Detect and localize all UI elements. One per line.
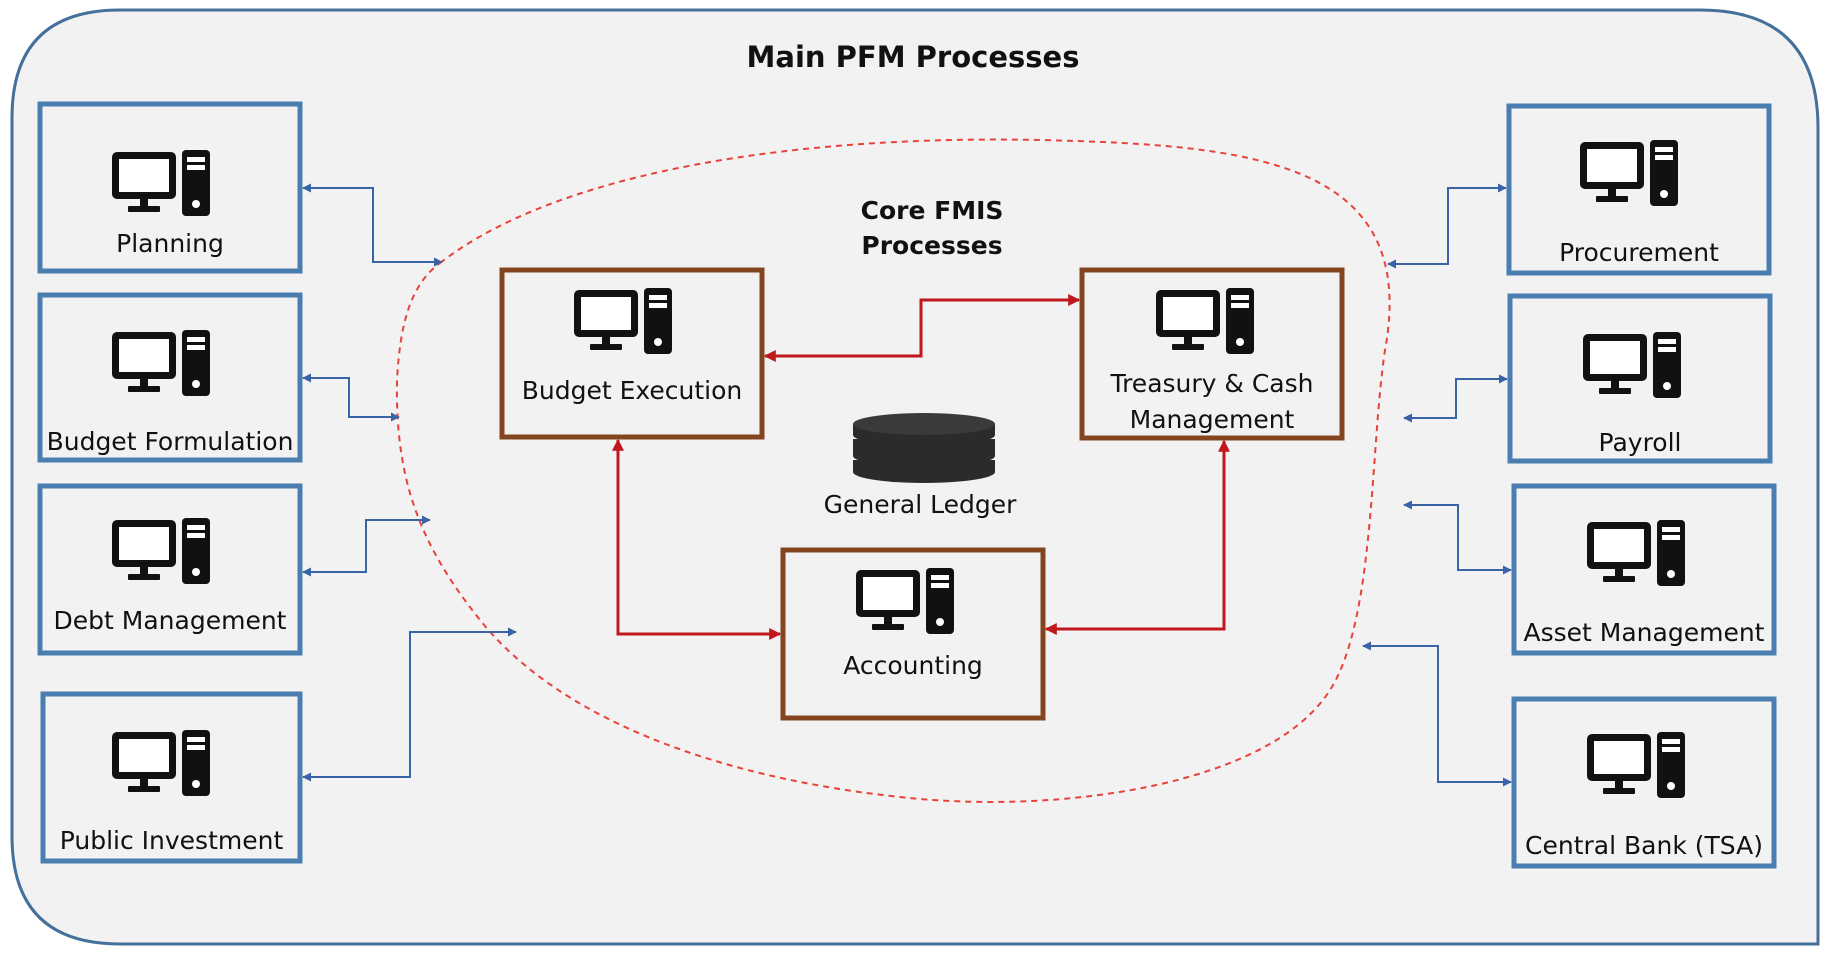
debt-management-connector <box>302 515 431 577</box>
central-bank-box[interactable] <box>1511 696 1777 869</box>
treasury-accounting-connector <box>1044 439 1230 635</box>
accounting-box[interactable] <box>780 547 1046 721</box>
budget-formulation-connector <box>302 373 400 422</box>
budget-execution-label: Budget Execution <box>521 376 743 405</box>
public-investment-box[interactable] <box>40 691 303 864</box>
treasury-label-line-1: Treasury & Cash <box>1110 369 1314 398</box>
debt-management-box[interactable] <box>37 483 303 656</box>
budget-accounting-connector <box>612 438 782 640</box>
planning-connector <box>302 183 443 267</box>
planning-box[interactable] <box>37 101 303 274</box>
general-ledger-label: General Ledger <box>823 490 1017 519</box>
procurement-label: Procurement <box>1559 238 1719 267</box>
procurement-connector <box>1387 183 1507 269</box>
core-fmis-title: Core FMIS Processes <box>832 193 1032 263</box>
budget-formulation-box[interactable] <box>37 292 303 463</box>
central-bank-connector <box>1362 641 1512 787</box>
public-investment-label: Public Investment <box>59 826 284 855</box>
treasury-box[interactable] <box>1079 267 1345 441</box>
budget-execution-box[interactable] <box>499 267 765 440</box>
treasury-label-line-2: Management <box>1129 405 1295 434</box>
debt-management-label: Debt Management <box>53 606 287 635</box>
payroll-label: Payroll <box>1598 428 1682 457</box>
payroll-box[interactable] <box>1507 293 1773 464</box>
general-ledger-database-icon <box>853 413 995 483</box>
procurement-box[interactable] <box>1506 103 1772 276</box>
main-title: Main PFM Processes <box>746 40 1080 74</box>
central-bank-label: Central Bank (TSA) <box>1525 831 1763 860</box>
core-title-line-1: Core FMIS <box>860 196 1004 225</box>
asset-management-box[interactable] <box>1511 483 1777 656</box>
budget-treasury-connector <box>763 294 1081 362</box>
budget-formulation-label: Budget Formulation <box>46 427 294 456</box>
accounting-label: Accounting <box>843 651 983 680</box>
planning-label: Planning <box>116 229 224 258</box>
public-investment-connector <box>302 627 517 782</box>
core-title-line-2: Processes <box>861 231 1003 260</box>
payroll-connector <box>1403 374 1508 423</box>
asset-management-connector <box>1403 500 1512 575</box>
treasury-label: Treasury & Cash Management <box>1082 366 1342 438</box>
asset-management-label: Asset Management <box>1523 618 1765 647</box>
